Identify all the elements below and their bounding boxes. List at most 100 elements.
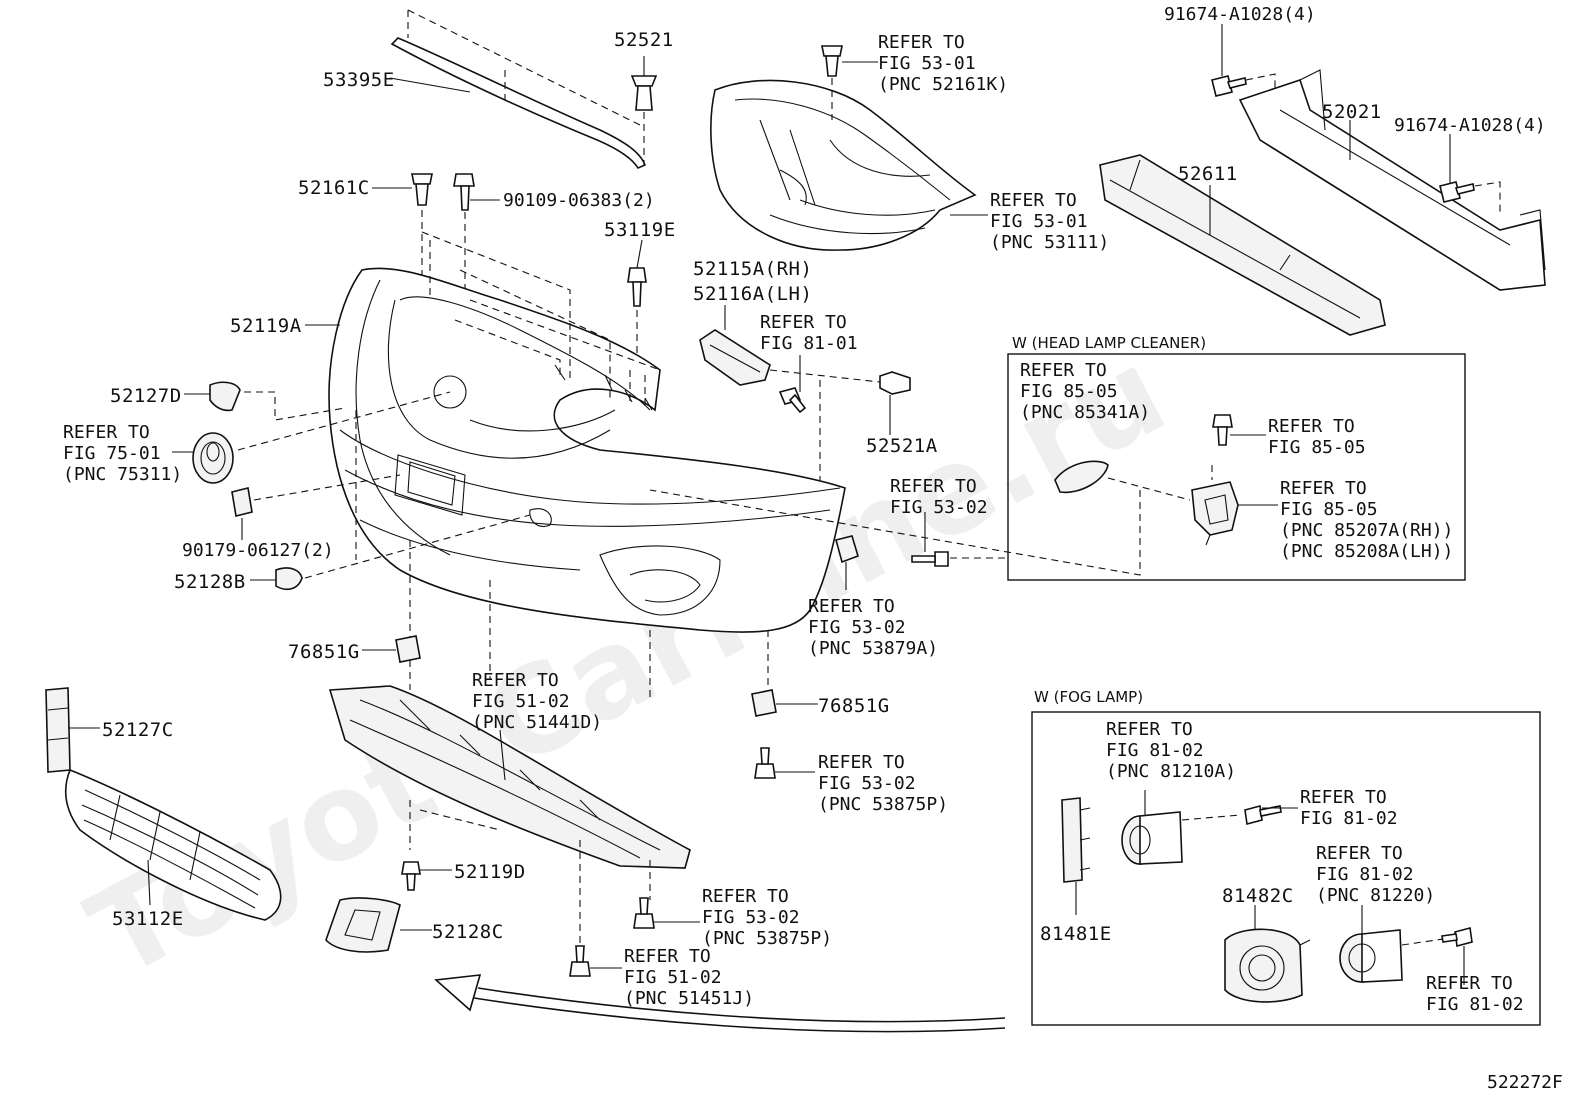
label-53119E: 53119E (604, 219, 676, 241)
bumper-cover-52119A[interactable] (328, 267, 846, 633)
ref-line: FIG 85-05 (1280, 499, 1378, 520)
ref-line: (PNC 75311) (63, 464, 182, 485)
screw-85-05[interactable] (1212, 414, 1233, 446)
bracket-52115A-52116A[interactable] (699, 329, 771, 386)
fog-lamp-81210A[interactable] (1121, 811, 1183, 865)
bolt-91674-A1028-upper[interactable] (1211, 75, 1247, 97)
screw-53875P-lower[interactable] (633, 897, 655, 929)
ref-line: REFER TO (1300, 787, 1387, 808)
bezel-81482C[interactable] (1224, 928, 1311, 1003)
bracket-81481E[interactable] (1061, 797, 1091, 883)
fog-lamp-81220[interactable] (1339, 929, 1403, 983)
fog-lamp-box (1031, 711, 1541, 1026)
ref-line: FIG 81-01 (760, 333, 858, 354)
clip-52161K[interactable] (821, 45, 843, 77)
ref-line: FIG 53-01 (878, 53, 976, 74)
absorber-52611[interactable] (1099, 154, 1386, 336)
bezel-52128C[interactable] (325, 897, 401, 953)
bracket-52127C[interactable] (45, 687, 71, 773)
stripe-53395E[interactable] (390, 37, 647, 170)
cover-85341A[interactable] (1054, 460, 1109, 494)
cap-52128B[interactable] (275, 567, 303, 591)
label-52521A: 52521A (866, 435, 938, 457)
label-90179-06127: 90179-06127(2) (182, 540, 334, 561)
label-76851G-left: 76851G (288, 641, 360, 663)
clip-76851G-left[interactable] (395, 635, 421, 663)
ref-line: REFER TO (890, 476, 977, 497)
bolt-90109-06383[interactable] (453, 173, 475, 211)
ref-line: REFER TO (878, 32, 965, 53)
label-53395E: 53395E (323, 69, 395, 91)
ref-line: (PNC 53111) (990, 232, 1109, 253)
clip-52521[interactable] (630, 75, 658, 111)
ref-line: REFER TO (1020, 360, 1107, 381)
ref-line: FIG 81-02 (1426, 994, 1524, 1015)
ref-line: REFER TO (808, 596, 895, 617)
grille-53111[interactable] (710, 79, 977, 251)
clip-76851G-right[interactable] (751, 689, 777, 717)
nut-90179-06127[interactable] (231, 487, 253, 517)
label-81481E: 81481E (1040, 923, 1112, 945)
actuator-85207A-85208A[interactable] (1191, 481, 1239, 546)
ref-line: REFER TO (1268, 416, 1355, 437)
bolt-81-01[interactable] (778, 387, 807, 414)
label-52116A: 52116A(LH) (693, 283, 812, 305)
screw-52119D[interactable] (401, 861, 421, 891)
ref-line: REFER TO (63, 422, 150, 443)
ref-line: FIG 75-01 (63, 443, 161, 464)
ref-line: FIG 51-02 (624, 967, 722, 988)
label-52161C: 52161C (298, 177, 370, 199)
label-52127D: 52127D (110, 385, 182, 407)
group-fog-lamp: W (FOG LAMP) (1034, 688, 1143, 706)
label-52128C: 52128C (432, 921, 504, 943)
ref-line: (PNC 81210A) (1106, 761, 1236, 782)
screw-81-02-lower[interactable] (1441, 926, 1473, 948)
ref-line: (PNC 85207A(RH)) (1280, 520, 1453, 541)
screw-51451J[interactable] (569, 945, 591, 977)
lower-grille-53112E[interactable] (64, 768, 282, 921)
bolt-91674-A1028-lower[interactable] (1439, 181, 1475, 203)
ref-line: REFER TO (1106, 719, 1193, 740)
ref-line: REFER TO (702, 886, 789, 907)
clip-53879A[interactable] (835, 535, 859, 564)
stud-53119E[interactable] (627, 267, 647, 307)
ref-line: REFER TO (624, 946, 711, 967)
screw-81-02-upper[interactable] (1244, 804, 1282, 826)
reinforcement-52021[interactable] (1238, 69, 1546, 291)
ref-line: FIG 53-02 (818, 773, 916, 794)
ref-line: FIG 51-02 (472, 691, 570, 712)
screw-53-02[interactable] (911, 551, 949, 567)
clip-52161C[interactable] (411, 173, 433, 206)
figure-code: 522272F (1487, 1072, 1563, 1093)
screw-53875P-upper[interactable] (754, 747, 776, 779)
ref-line: (PNC 85341A) (1020, 402, 1150, 423)
cap-52127D[interactable] (209, 381, 241, 412)
direction-arrow (434, 974, 1006, 1033)
ref-line: FIG 81-02 (1300, 808, 1398, 829)
emblem-75311[interactable] (192, 432, 234, 484)
label-52127C: 52127C (102, 719, 174, 741)
under-cover-51441D[interactable] (328, 685, 691, 869)
clip-52521A[interactable] (879, 371, 911, 395)
label-52115A: 52115A(RH) (693, 258, 812, 280)
ref-line: FIG 85-05 (1268, 437, 1366, 458)
